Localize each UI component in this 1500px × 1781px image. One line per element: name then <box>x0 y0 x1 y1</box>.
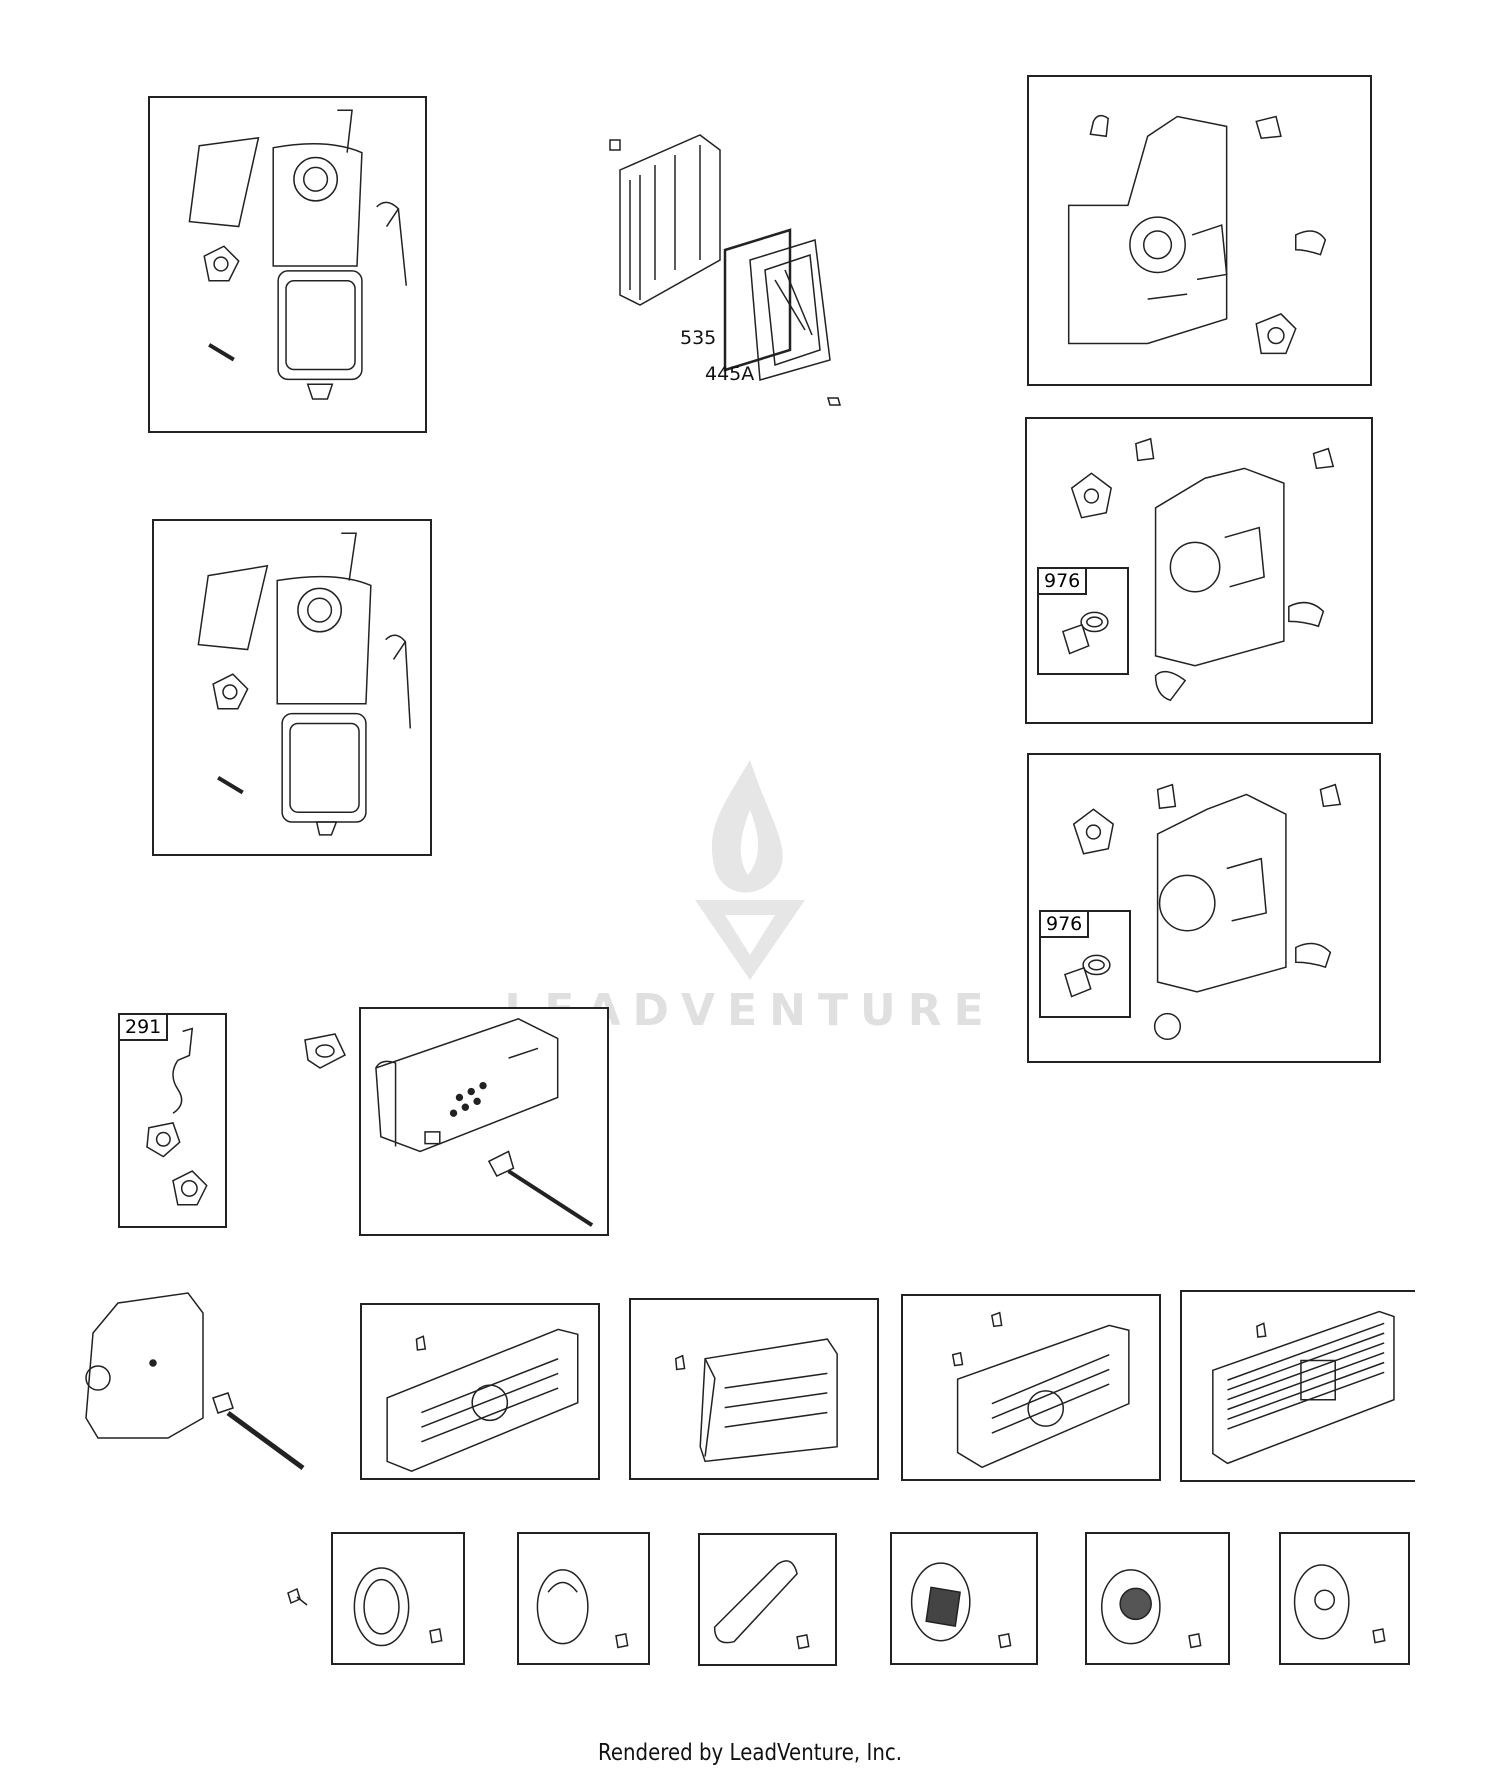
deflector-panel-4 <box>890 1532 1038 1665</box>
air-cleaner-base-upper <box>277 577 371 704</box>
pre-cleaner-foam <box>198 566 267 650</box>
deflector-panel-5 <box>1085 1532 1230 1665</box>
carburetor-panel-2: 976 <box>1025 417 1373 724</box>
exhaust-gasket <box>300 1030 350 1072</box>
callout-535: 535 <box>680 327 717 349</box>
air-cleaner-base-panel-2 <box>152 519 432 856</box>
kit-976-box-2: 976 <box>1039 910 1131 1018</box>
muffler-body <box>376 1019 558 1152</box>
screw-loose <box>285 1585 310 1610</box>
footer-credit: Rendered by LeadVenture, Inc. <box>597 1740 903 1766</box>
heat-shield-panel-3 <box>901 1294 1161 1481</box>
watermark-logo-icon <box>695 760 805 980</box>
callout-445a: 445A <box>705 363 755 385</box>
air-cleaner-base-panel-1 <box>148 96 427 433</box>
wing-nut <box>828 398 840 405</box>
deflector-panel-1 <box>331 1532 465 1665</box>
air-filter-assembly: 535 445A <box>600 120 860 420</box>
kit-291-panel: 291 <box>118 1013 227 1228</box>
muffler-panel <box>359 1007 609 1236</box>
air-cleaner-cover <box>282 714 366 822</box>
deflector-panel-3 <box>698 1533 837 1666</box>
carburetor-body <box>1158 794 1286 991</box>
callout-976: 976 <box>1039 569 1088 595</box>
air-cleaner-housing <box>620 135 720 305</box>
kit-976-box-1: 976 <box>1037 567 1129 675</box>
carburetor-panel-1 <box>1027 75 1372 386</box>
deflector-panel-6 <box>1279 1532 1410 1665</box>
carburetor-panel-3: 976 <box>1027 753 1381 1063</box>
callout-291: 291 <box>120 1015 169 1041</box>
carburetor-body <box>1156 468 1284 665</box>
pre-cleaner <box>750 240 830 380</box>
pre-cleaner-foam <box>189 138 258 227</box>
heat-shield-panel-1 <box>360 1303 600 1480</box>
filter-element <box>725 230 790 370</box>
heat-shield-panel-4 <box>1180 1290 1415 1482</box>
muffler-standalone <box>78 1288 318 1478</box>
deflector-panel-2 <box>517 1532 650 1665</box>
heat-shield-panel-2 <box>629 1298 879 1480</box>
air-cleaner-base-upper <box>273 144 362 266</box>
carburetor-body <box>1069 116 1227 343</box>
air-cleaner-cover <box>278 271 362 379</box>
callout-976: 976 <box>1041 912 1090 938</box>
